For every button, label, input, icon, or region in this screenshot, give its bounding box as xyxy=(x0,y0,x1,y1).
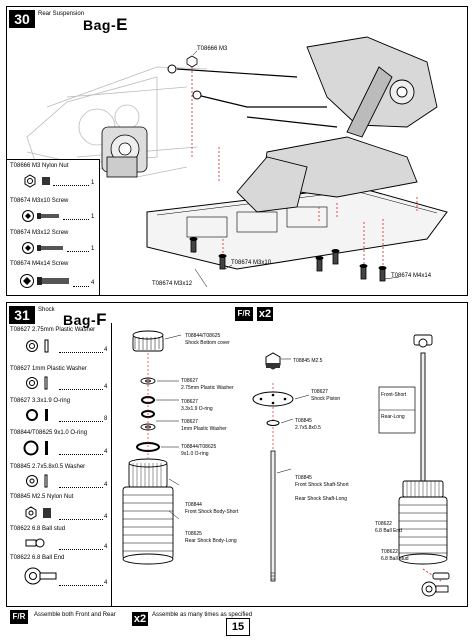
bag-label: Bag-E xyxy=(83,15,128,35)
callout-ballend: T08622 xyxy=(375,521,392,527)
part-1-qty: 1 xyxy=(91,180,95,186)
x2-badge: x2 xyxy=(257,307,273,321)
bag-letter: E xyxy=(116,15,128,34)
callout-body2: T08625 xyxy=(185,531,202,537)
part-8-label: T08622 6.8 Ball End xyxy=(10,555,65,561)
front-short-label: Front-Short xyxy=(381,392,407,398)
callout-nut: T08666 M3 xyxy=(197,46,228,52)
part-8-qty: 4 xyxy=(104,580,108,586)
part-1-label: T08627 2.75mm Plastic Washer xyxy=(10,327,96,333)
part-1-qty: 4 xyxy=(104,347,108,353)
step-number: 31 xyxy=(9,306,35,324)
parts-list-step30: T08666 M3 Nylon Nut 1 T08674 M3x10 Screw… xyxy=(7,159,100,295)
bag-label: Bag-F xyxy=(63,310,107,330)
callout-w1: T08627 xyxy=(181,419,198,425)
callout-ballstud: T08622 xyxy=(381,549,398,555)
nylon-nut-icon xyxy=(25,506,51,520)
screw-m3x12-icon xyxy=(37,245,63,251)
ball-end-icon xyxy=(24,567,57,585)
callout-ballend-name: 6.8 Ball End xyxy=(375,528,402,534)
callout-shaft2-name: Rear Shock Shaft-Long xyxy=(295,496,347,502)
washer-icon xyxy=(26,474,48,488)
callout-body: T08844 xyxy=(185,502,202,508)
part-4-qty: 4 xyxy=(104,449,108,455)
bag-letter: F xyxy=(96,310,108,329)
page-number: 15 xyxy=(226,618,250,636)
callout-shaft-name: Front Shock Shaft-Short xyxy=(295,482,349,488)
washer-icon xyxy=(26,376,48,390)
part-4-qty: 4 xyxy=(91,280,95,286)
callout-m3x12: T08674 M3x12 xyxy=(152,281,193,287)
callout-ballstud-name: 6.8 Ball stud xyxy=(381,556,409,562)
screw-head-icon xyxy=(20,274,34,288)
callout-body2-name: Rear Shock Body-Long xyxy=(185,538,237,544)
callout-m3x10: T08674 M3x10 xyxy=(231,260,272,266)
rear-suspension-drawing xyxy=(26,36,448,288)
callout-w1-name: 1mm Plastic Washer xyxy=(181,426,227,432)
callout-w275: T08627 xyxy=(181,378,198,384)
part-5-label: T08845 2.7x5.8x0.5 Washer xyxy=(10,464,86,470)
callout-o9: T08844/T08625 xyxy=(181,444,217,450)
bag-prefix: Bag- xyxy=(63,312,97,328)
legend-fr-text: Assemble both Front and Rear xyxy=(34,612,116,618)
shock-exploded-drawing xyxy=(122,330,450,597)
legend-x2-badge: x2 xyxy=(132,612,148,626)
part-6-label: T08845 M2.5 Nylon Nut xyxy=(10,494,74,500)
parts-list-step31: T08627 2.75mm Plastic Washer 4 T08627 1m… xyxy=(7,323,112,606)
callout-piston-name: Shock Piston xyxy=(311,396,341,402)
step-number: 30 xyxy=(9,10,35,28)
callout-oring: T08627 xyxy=(181,399,198,405)
ball-stud-icon xyxy=(25,538,45,548)
nylon-nut-icon xyxy=(24,174,36,188)
callout-nut: T08845 M2.5 xyxy=(293,358,323,364)
part-3-qty: 1 xyxy=(91,246,95,252)
part-7-label: T08622 6.8 Ball stud xyxy=(10,526,66,532)
washer-icon xyxy=(26,339,49,353)
part-2-qty: 1 xyxy=(91,214,95,220)
part-2-label: T08627 1mm Plastic Washer xyxy=(10,366,87,372)
bag-prefix: Bag- xyxy=(83,17,117,33)
part-4-label: T08844/T08625 9x1.0 O-ring xyxy=(10,430,88,436)
step-subtitle: Rear Suspension xyxy=(38,11,85,17)
part-2-label: T08674 M3x10 Screw xyxy=(10,198,69,204)
callout-washer-name: 2.7x5.8x0.5 xyxy=(295,425,321,431)
part-2-qty: 4 xyxy=(104,384,108,390)
callout-body-name: Front Shock Body-Short xyxy=(185,509,239,515)
callout-cap: T08844/T08625 xyxy=(185,333,221,339)
o-ring-icon xyxy=(23,440,48,456)
legend-x2-text: Assemble as many times as specified xyxy=(152,612,253,618)
nylon-nut-side-icon xyxy=(42,177,50,185)
rear-long-label: Rear-Long xyxy=(381,414,405,420)
callout-shaft: T08845 xyxy=(295,475,312,481)
step-subtitle: Shock xyxy=(38,307,55,313)
fr-badge: F/R xyxy=(235,307,253,321)
part-5-qty: 4 xyxy=(104,482,108,488)
part-3-label: T08674 M3x12 Screw xyxy=(10,230,69,236)
callout-oring-name: 3.3x1.9 O-ring xyxy=(181,406,213,412)
part-1-label: T08666 M3 Nylon Nut xyxy=(10,163,69,169)
callout-washer: T08845 xyxy=(295,418,312,424)
screw-m3x10-icon xyxy=(37,213,59,219)
screw-m4x14-icon xyxy=(37,277,69,285)
screw-head-icon xyxy=(22,242,34,254)
callout-m4x14: T08674 M4x14 xyxy=(391,273,432,279)
part-3-label: T08627 3.3x1.9 O-ring xyxy=(10,398,71,404)
part-6-qty: 4 xyxy=(104,514,108,520)
legend-fr-badge: F/R xyxy=(10,610,28,624)
screw-head-icon xyxy=(22,210,34,222)
o-ring-icon xyxy=(26,409,48,421)
callout-piston: T08627 xyxy=(311,389,328,395)
part-7-qty: 4 xyxy=(104,544,108,550)
part-4-label: T08674 M4x14 Screw xyxy=(10,261,69,267)
callout-w275-name: 2.75mm Plastic Washer xyxy=(181,385,234,391)
part-3-qty: 8 xyxy=(104,416,108,422)
callout-o9-name: 9x1.0 O-ring xyxy=(181,451,209,457)
step-31-panel: 31 Shock Bag-F F/R x2 T08627 2.75mm Plas… xyxy=(6,302,468,607)
step-30-panel: 30 Rear Suspension Bag-E xyxy=(6,6,468,296)
callout-cap-name: Shock Bottom cover xyxy=(185,340,230,346)
